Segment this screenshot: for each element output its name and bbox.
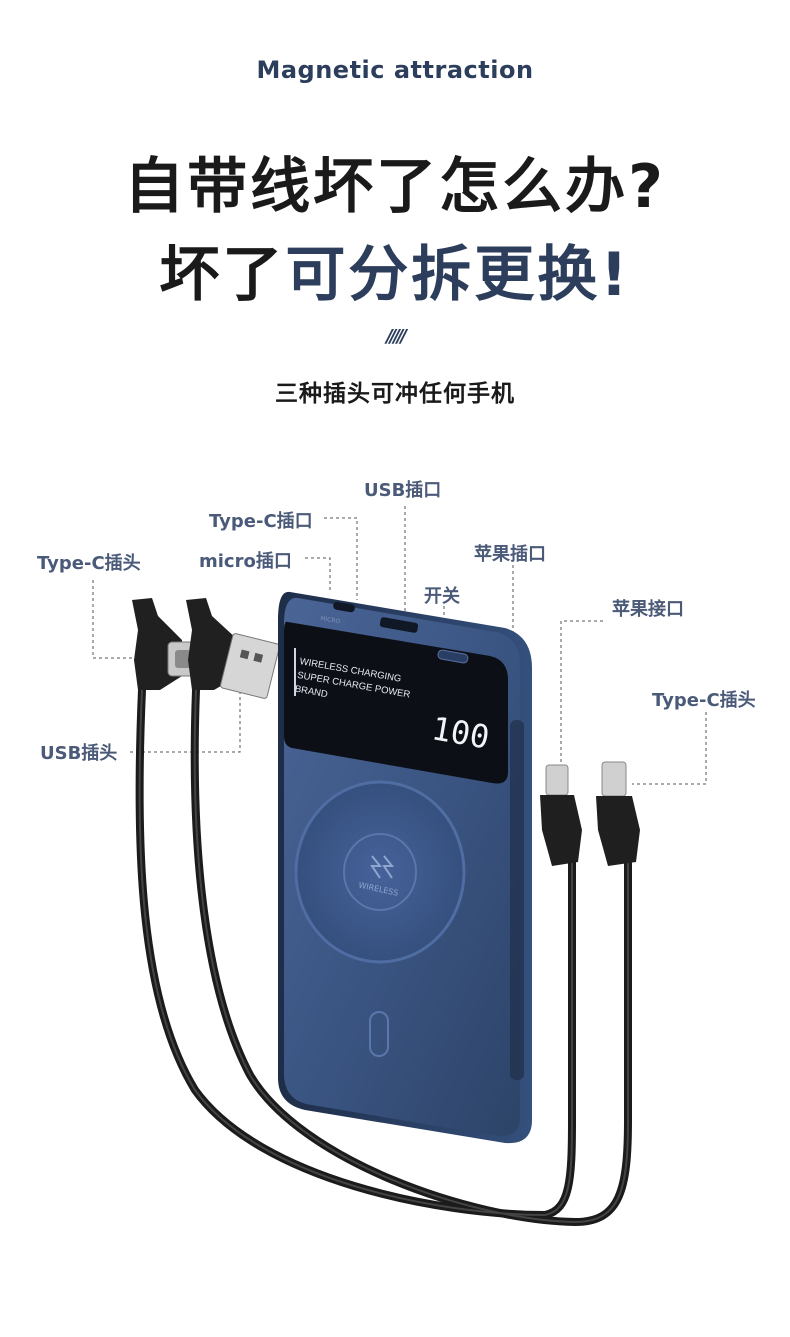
cable-slot xyxy=(510,720,524,1080)
type-c-right-plug-tip xyxy=(601,761,627,797)
cables xyxy=(135,686,632,1227)
label-type-c-plug-left: Type-C插头 xyxy=(37,553,141,574)
usb-port xyxy=(379,617,419,633)
display-panel xyxy=(284,621,508,784)
left-plugs xyxy=(132,598,280,699)
label-usb-port: USB插口 xyxy=(364,480,442,501)
lightning-plug-housing xyxy=(540,795,582,866)
label-apple-port: 苹果插口 xyxy=(474,544,546,565)
headline-line-2-accent: 可分拆更换! xyxy=(285,240,631,310)
lightning-icon xyxy=(370,855,383,879)
power-switch xyxy=(437,649,469,664)
label-apple-connector: 苹果接口 xyxy=(612,599,684,620)
label-switch: 开关 xyxy=(424,586,460,607)
power-bank: WIRELESS CHARGING SUPER CHARGE POWER BRA… xyxy=(278,591,532,1144)
power-bank-illustration: WIRELESS CHARGING SUPER CHARGE POWER BRA… xyxy=(92,506,707,1227)
headline-line-2-prefix: 坏了 xyxy=(159,240,286,310)
label-type-c-port: Type-C插口 xyxy=(209,511,313,532)
callout-leaders xyxy=(92,506,707,785)
label-type-c-plug-right: Type-C插头 xyxy=(652,690,756,711)
wireless-pad-inner xyxy=(343,833,417,911)
side-label: MICRO xyxy=(320,615,341,625)
label-usb-plug: USB插头 xyxy=(40,743,118,764)
lightning-plug-tip xyxy=(545,764,569,796)
divider-slashes: ///// xyxy=(386,326,407,347)
type-c-right-plug-housing xyxy=(596,796,640,866)
leader-apple-connector xyxy=(560,620,603,770)
headline-line-1: 自带线坏了怎么办? xyxy=(124,152,666,222)
wireless-pad-outer xyxy=(294,780,466,964)
subtitle-english: Magnetic attraction xyxy=(256,56,534,84)
bottom-indicator xyxy=(369,1011,389,1057)
leader-usb-plug xyxy=(130,692,241,753)
headline-line-2: 坏了可分拆更换! xyxy=(0,226,790,313)
usb-plug-tip xyxy=(220,633,280,699)
display-accent-line xyxy=(294,648,296,696)
leader-type-c-port xyxy=(324,517,358,600)
tagline: 三种插头可冲任何手机 xyxy=(275,381,515,407)
leader-type-c-plug-right xyxy=(632,712,707,785)
label-micro-port: micro插口 xyxy=(199,551,292,572)
leader-micro-port xyxy=(305,557,331,592)
micro-port xyxy=(333,601,355,613)
right-plugs xyxy=(540,761,640,866)
